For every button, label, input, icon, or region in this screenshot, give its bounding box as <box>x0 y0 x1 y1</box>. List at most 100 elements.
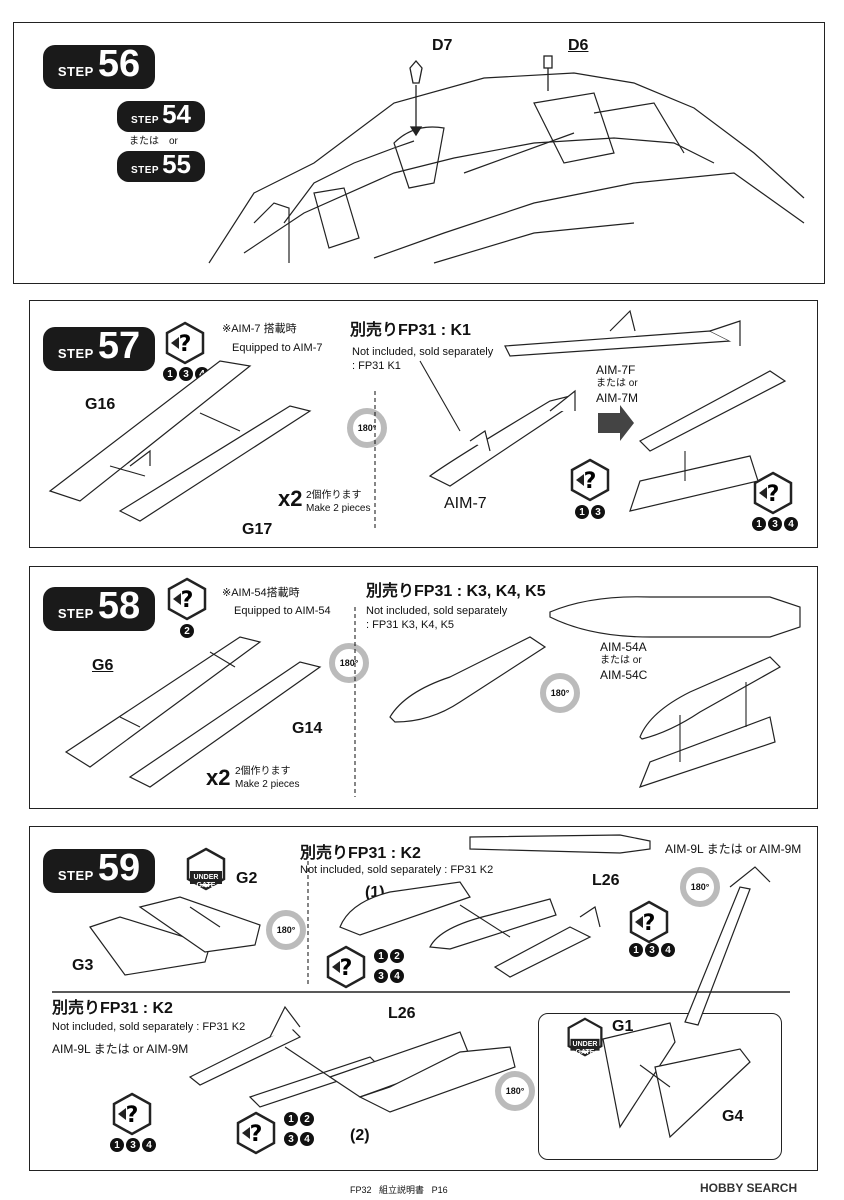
svg-text:?: ? <box>179 332 192 357</box>
option-numbers: 1 2 <box>374 949 404 963</box>
rotate-180-icon: 180° <box>347 408 387 448</box>
sold-separately-en: Not included, sold separately <box>366 605 508 617</box>
under-gate-label: UNDER GATE <box>572 1041 598 1056</box>
part-l26-bottom: L26 <box>388 1005 416 1022</box>
sold-separately-title: 別売りFP31 : K3, K4, K5 <box>366 582 546 602</box>
quantity-en: Make 2 pieces <box>306 503 371 514</box>
sold-title: 別売りFP31 : K2 <box>52 1000 173 1017</box>
quantity-jp: 2個作ります <box>306 490 362 501</box>
sold-title: 別売りFP31 : K1 <box>350 322 471 339</box>
option-numbers: 1 3 <box>575 505 605 519</box>
svg-text:?: ? <box>767 482 780 507</box>
quantity-x2: x2 <box>278 486 303 511</box>
part-d6: D6 <box>568 37 589 54</box>
option-number: 4 <box>142 1138 156 1152</box>
step-58-drawing <box>64 596 801 797</box>
rotate-180-icon: 180° <box>329 643 369 683</box>
option-numbers: 3 4 <box>374 969 404 983</box>
sold-separately-title: 別売りFP31 : K1 <box>350 321 471 341</box>
step-word: STEP <box>130 165 160 176</box>
svg-text:?: ? <box>250 1122 263 1147</box>
svg-text:?: ? <box>181 588 194 613</box>
bottom-sold-en: Not included, sold separately : FP31 K2 <box>52 1021 246 1033</box>
footer-code: FP32 <box>350 1185 372 1195</box>
step-57-drawing <box>48 309 787 531</box>
svg-text:?: ? <box>340 956 353 981</box>
part-g2: G2 <box>236 870 258 887</box>
option-number: 3 <box>768 517 782 531</box>
footer-page: P16 <box>431 1185 448 1195</box>
sold-title: 別売りFP31 : K2 <box>300 845 421 862</box>
svg-text:?: ? <box>643 911 656 936</box>
option-number: 3 <box>645 943 659 957</box>
label-2: (2) <box>350 1127 370 1144</box>
part-d7: D7 <box>432 37 453 54</box>
part-g14: G14 <box>292 720 323 737</box>
option-icon: ? <box>236 1111 276 1155</box>
missile-or: または or <box>596 378 638 389</box>
rotate-180-icon: 180° <box>495 1071 535 1111</box>
option-number: 4 <box>784 517 798 531</box>
option-number: 2 <box>390 949 404 963</box>
option-number: 1 <box>752 517 766 531</box>
missile-aim-7f: AIM-7F <box>596 363 636 377</box>
quantity-note: 2個作ります Make 2 pieces <box>235 765 299 791</box>
quantity-note: 2個作ります Make 2 pieces <box>306 489 370 515</box>
under-gate-label: UNDER GATE <box>193 874 219 889</box>
sold-separately-code: : FP31 K3, K4, K5 <box>366 619 455 631</box>
equip-note-jp: ※AIM-7 搭載時 <box>222 323 297 335</box>
fuselage-drawing <box>208 55 805 264</box>
option-icon: ? <box>753 471 793 515</box>
option-icon: ? <box>165 321 205 365</box>
part-g4: G4 <box>722 1108 744 1125</box>
rotate-180-icon: 180° <box>540 673 580 713</box>
step-number: 59 <box>97 847 141 889</box>
part-l26: L26 <box>592 872 620 889</box>
option-number: 1 <box>374 949 388 963</box>
step-word: STEP <box>130 115 160 126</box>
quantity-en: Make 2 pieces <box>235 779 300 790</box>
missile-aim-54c: AIM-54C <box>600 668 648 682</box>
option-number: 4 <box>390 969 404 983</box>
step-number: 55 <box>162 149 192 179</box>
option-number: 4 <box>661 943 675 957</box>
step-number: 56 <box>97 43 141 85</box>
step-word: STEP <box>57 606 94 621</box>
step-word: STEP <box>57 868 94 883</box>
sold-separately-title: 別売りFP31 : K2 <box>300 844 421 864</box>
sold-separately-en: Not included, sold separately <box>352 346 494 358</box>
option-number: 3 <box>179 367 193 381</box>
option-icon: ? <box>629 900 669 944</box>
footer-jp: 組立説明書 <box>379 1185 425 1195</box>
or-text: または or <box>129 136 178 147</box>
option-number: 1 <box>629 943 643 957</box>
part-g3: G3 <box>72 957 94 974</box>
missile-aim-9-bottom: AIM-9L または or AIM-9M <box>52 1042 189 1056</box>
option-number: 3 <box>126 1138 140 1152</box>
option-number: 3 <box>591 505 605 519</box>
missile-aim-9-top: AIM-9L または or AIM-9M <box>665 842 802 856</box>
part-g17: G17 <box>242 521 273 538</box>
step-59-drawing <box>52 834 790 1139</box>
step-word: STEP <box>57 346 94 361</box>
option-numbers: 1 2 <box>284 1112 314 1126</box>
option-numbers: 3 4 <box>284 1132 314 1146</box>
watermark: HOBBY SEARCH <box>700 1181 798 1195</box>
option-icon: ? <box>570 458 610 502</box>
option-number: 2 <box>300 1112 314 1126</box>
under-gate-box <box>538 1013 782 1160</box>
option-number: 2 <box>180 624 194 638</box>
option-number: 4 <box>300 1132 314 1146</box>
option-number: 1 <box>163 367 177 381</box>
svg-text:?: ? <box>584 469 597 494</box>
rotate-180-icon: 180° <box>266 910 306 950</box>
missile-or: または or <box>600 655 642 666</box>
svg-text:?: ? <box>126 1103 139 1128</box>
quantity-x2: x2 <box>206 765 231 790</box>
missile-aim-7m: AIM-7M <box>596 391 638 405</box>
